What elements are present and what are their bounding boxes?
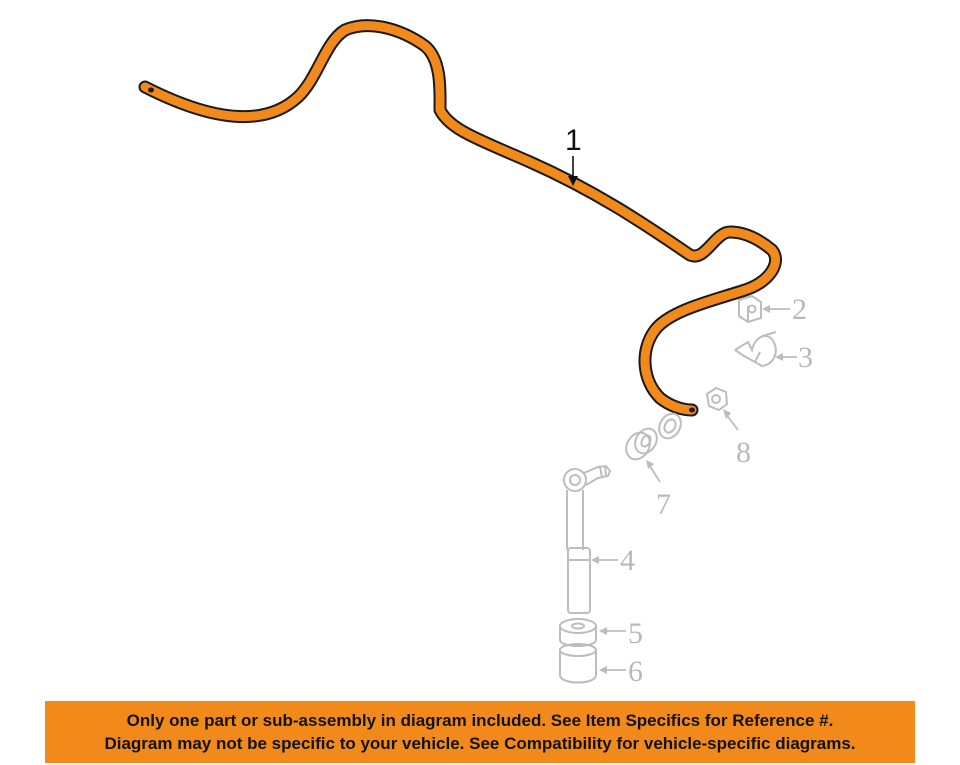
callout-8-label: 8 (736, 436, 751, 469)
callout-5-arrow (599, 627, 626, 635)
callout-4-arrow (591, 556, 618, 564)
callout-3-label: 3 (798, 341, 813, 374)
stabilizer-bar[interactable] (138, 19, 782, 417)
disclaimer-banner: Only one part or sub-assembly in diagram… (45, 701, 915, 763)
parts-diagram: 1 2 3 8 (138, 19, 813, 688)
callout-1-arrow (568, 156, 578, 186)
callout-2-arrow (762, 305, 790, 313)
washer-part[interactable] (655, 410, 685, 443)
callout-5-label: 5 (628, 617, 643, 650)
lower-grommet-part[interactable] (559, 643, 597, 684)
callout-7-arrow (646, 460, 661, 483)
callout-6-arrow (599, 666, 626, 674)
callout-7-label: 7 (656, 488, 671, 521)
callout-6-label: 6 (628, 655, 643, 688)
disclaimer-line-2: Diagram may not be specific to your vehi… (104, 734, 856, 753)
upper-grommet-part[interactable] (559, 618, 597, 647)
bracket-part[interactable] (734, 331, 777, 368)
nut-part[interactable] (705, 386, 729, 412)
callout-4-label: 4 (620, 544, 635, 577)
disclaimer-line-1: Only one part or sub-assembly in diagram… (126, 711, 834, 730)
link-bushing-part[interactable] (621, 425, 661, 464)
callout-8-arrow (723, 409, 739, 431)
callout-3-arrow (775, 353, 797, 361)
stabilizer-link-part[interactable] (563, 464, 612, 614)
callout-1-label: 1 (565, 124, 582, 157)
bushing-part[interactable] (738, 294, 762, 324)
callout-2-label: 2 (792, 293, 807, 326)
